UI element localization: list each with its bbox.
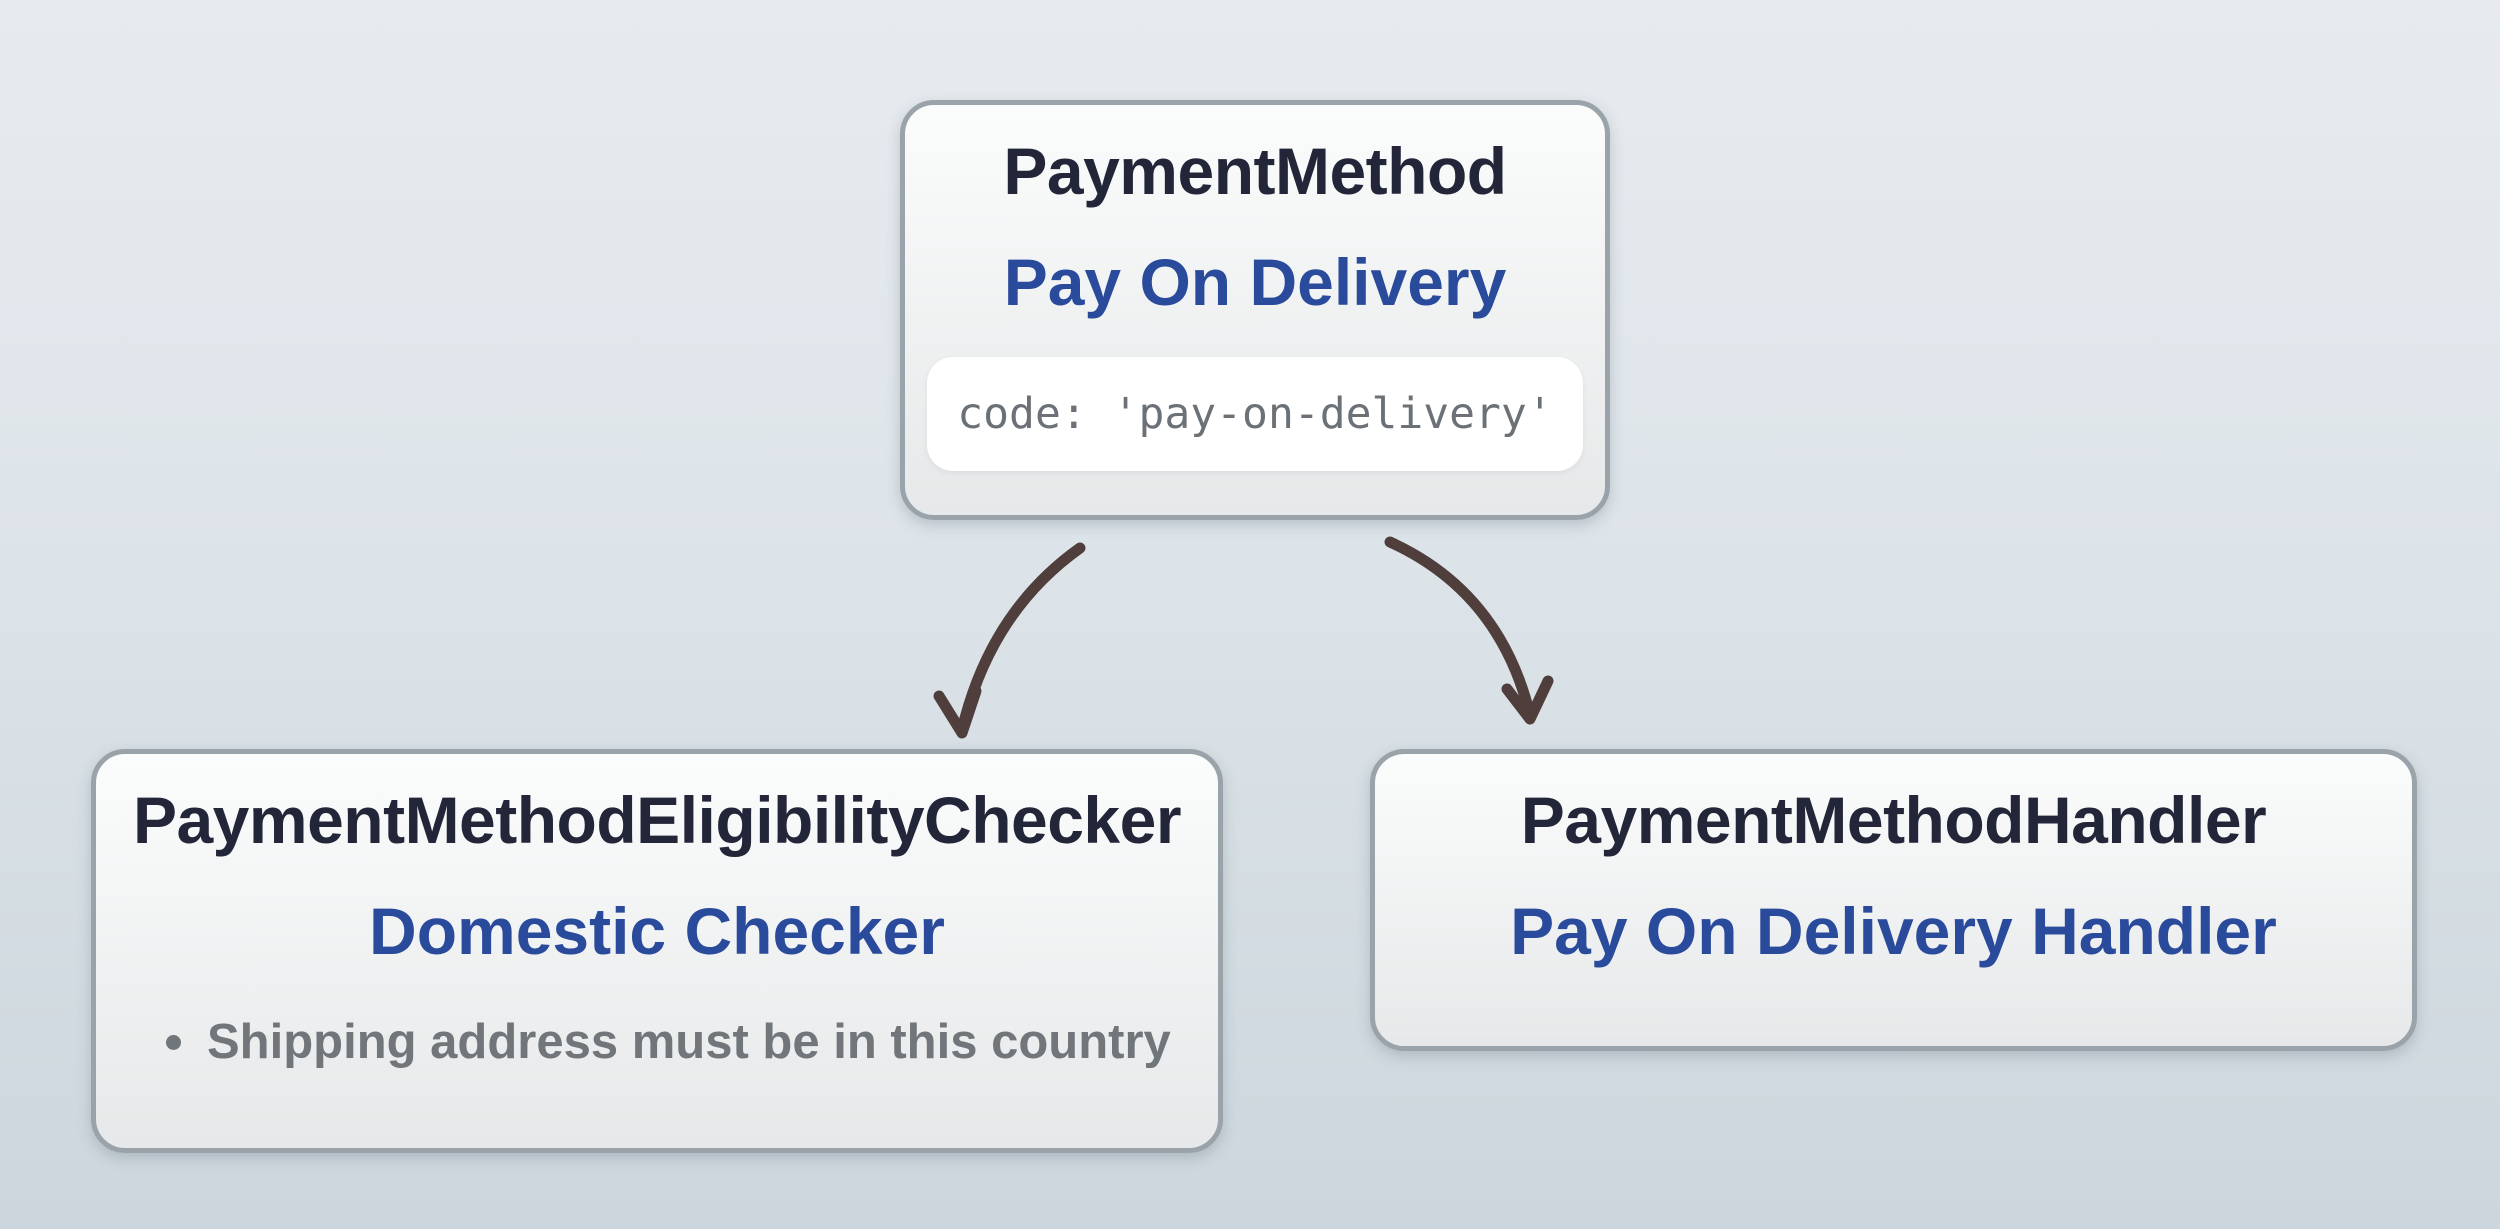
eligibility-checker-node: PaymentMethodEligibilityChecker Domestic…: [91, 749, 1223, 1153]
handler-node: PaymentMethodHandler Pay On Delivery Han…: [1370, 749, 2417, 1051]
rule-text: Shipping address must be in this country: [207, 1015, 1171, 1069]
arrow-to-eligibility-checker: [956, 542, 1086, 736]
payment-method-code-pill: code: 'pay-on-delivery': [927, 357, 1583, 471]
handler-title: PaymentMethodHandler: [1520, 783, 2267, 857]
bullet-icon: [166, 1034, 181, 1050]
arrow-to-handler-head-icon: [1501, 675, 1554, 725]
eligibility-checker-subtitle: Domestic Checker: [369, 894, 945, 968]
rule-item: Shipping address must be in this country: [126, 1012, 1188, 1072]
payment-method-code-text: code: 'pay-on-delivery': [957, 389, 1553, 439]
eligibility-checker-title: PaymentMethodEligibilityChecker: [132, 783, 1182, 857]
handler-subtitle: Pay On Delivery Handler: [1510, 894, 2277, 968]
arrow-to-handler: [1384, 536, 1536, 721]
payment-method-subtitle: Pay On Delivery: [1003, 245, 1507, 319]
payment-method-node: PaymentMethod Pay On Delivery code: 'pay…: [900, 100, 1610, 520]
arrow-to-eligibility-checker-head-icon: [933, 685, 982, 739]
payment-method-title: PaymentMethod: [1003, 134, 1507, 208]
